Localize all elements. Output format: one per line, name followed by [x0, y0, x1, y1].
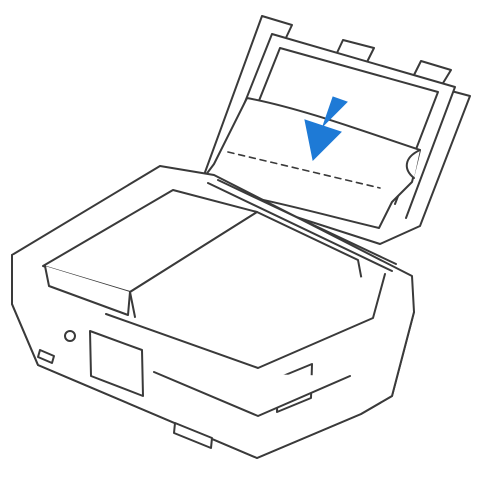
printer-icon [0, 0, 480, 487]
illustration-canvas [0, 0, 480, 487]
